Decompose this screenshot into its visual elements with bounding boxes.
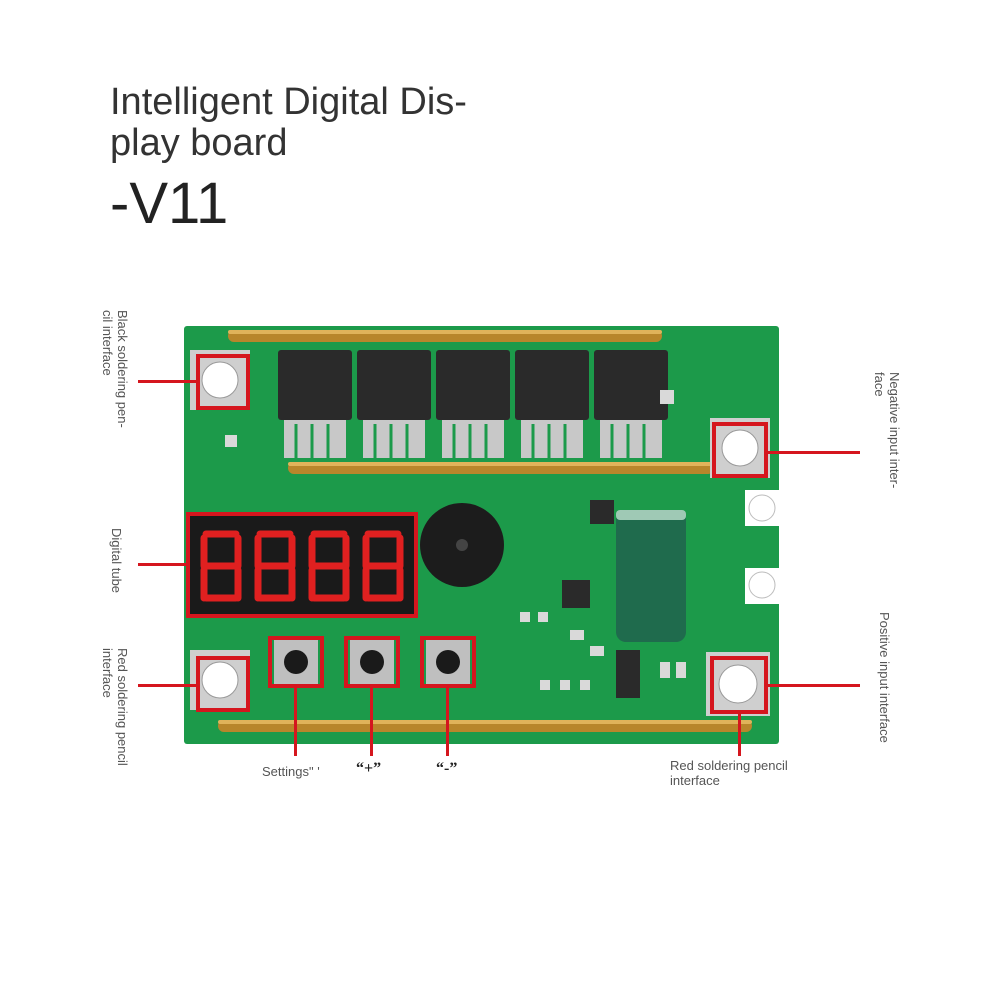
highlight-negative-input <box>712 422 768 478</box>
highlight-digital-tube <box>186 512 418 618</box>
highlight-minus-button <box>420 636 476 688</box>
title-line-2: play board <box>110 122 288 164</box>
label-settings: Settings" ' <box>262 764 320 779</box>
leader-minus <box>446 686 449 756</box>
leader-positive-input <box>766 684 860 687</box>
terminal-pad-icon <box>190 350 770 716</box>
leader-red-pencil-bottom <box>738 712 741 756</box>
label-black-pencil: Black soldering pen- cil interface <box>100 310 130 428</box>
leader-settings <box>294 686 297 756</box>
highlight-settings-button <box>268 636 324 688</box>
label-plus: “+” <box>356 760 382 777</box>
capacitor-icon <box>616 510 686 642</box>
highlight-red-pencil-left <box>196 656 250 712</box>
label-red-pencil-bottom: Red soldering pencil interface <box>670 758 788 788</box>
leader-digital-tube <box>138 563 188 566</box>
label-negative-input: Negative input inter- face <box>872 372 902 489</box>
leader-black-pencil <box>138 380 198 383</box>
label-positive-input: Positive input interface <box>877 612 892 743</box>
label-digital-tube: Digital tube <box>109 528 124 594</box>
display-digits <box>200 530 404 602</box>
leader-plus <box>370 686 373 756</box>
highlight-black-pencil <box>196 354 250 410</box>
leader-red-pencil-left <box>138 684 198 687</box>
label-red-pencil-left: Red soldering pencil interface <box>100 648 130 766</box>
title-line-1: Intelligent Digital Dis- <box>110 81 467 123</box>
highlight-positive-input <box>710 656 768 714</box>
page-title: Intelligent Digital Dis- play board <box>110 82 467 164</box>
tact-switch-icon <box>274 640 470 684</box>
mosfet-icon <box>278 350 668 420</box>
version-label: -V11 <box>110 171 229 236</box>
leader-negative-input <box>766 451 860 454</box>
highlight-plus-button <box>344 636 400 688</box>
label-minus: “-” <box>436 760 458 777</box>
